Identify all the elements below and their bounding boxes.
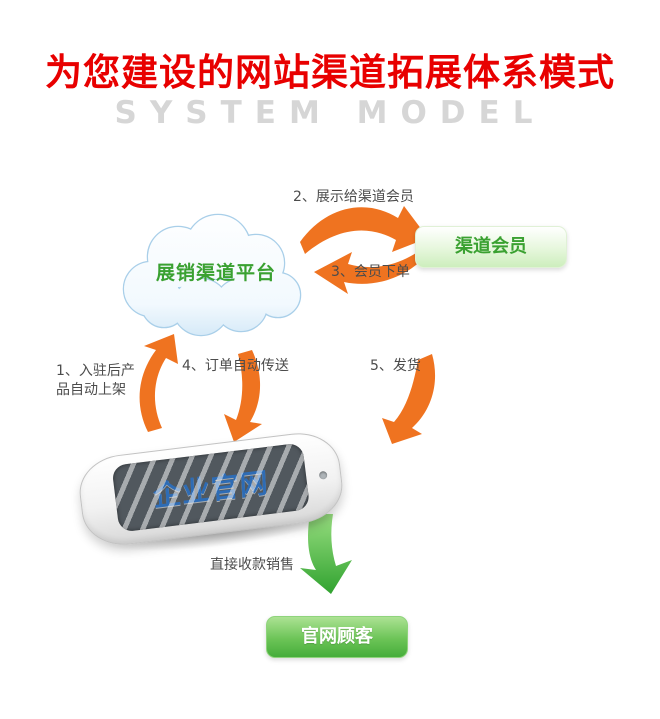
arrow-step1-icon [139, 334, 178, 432]
step4-label: 4、订单自动传送 [182, 358, 289, 374]
page-title: 为您建设的网站渠道拓展体系模式 [45, 51, 615, 94]
channel-member-label: 渠道会员 [455, 236, 527, 257]
step5-label: 5、发货 [370, 358, 421, 374]
cloud-icon [122, 213, 302, 337]
website-customer-node: 官网顾客 [266, 616, 408, 658]
step1-label: 1、入驻后产品自动上架 [56, 363, 135, 398]
platform-node-label: 展销渠道平台 [155, 262, 276, 284]
phone-camera-dot [318, 470, 328, 480]
step2-label: 2、展示给渠道会员 [293, 189, 414, 205]
cloud-body [124, 215, 300, 335]
channel-member-node: 渠道会员 [415, 226, 567, 268]
direct-sale-label: 直接收款销售 [210, 557, 294, 573]
phone-screen-label: 企业官网 [152, 465, 270, 513]
website-customer-label: 官网顾客 [301, 626, 373, 647]
phone-screen: 企业官网 [111, 442, 311, 533]
page-subtitle: SYSTEM MODEL [114, 95, 546, 131]
step3-label: 3、会员下单 [331, 264, 410, 280]
